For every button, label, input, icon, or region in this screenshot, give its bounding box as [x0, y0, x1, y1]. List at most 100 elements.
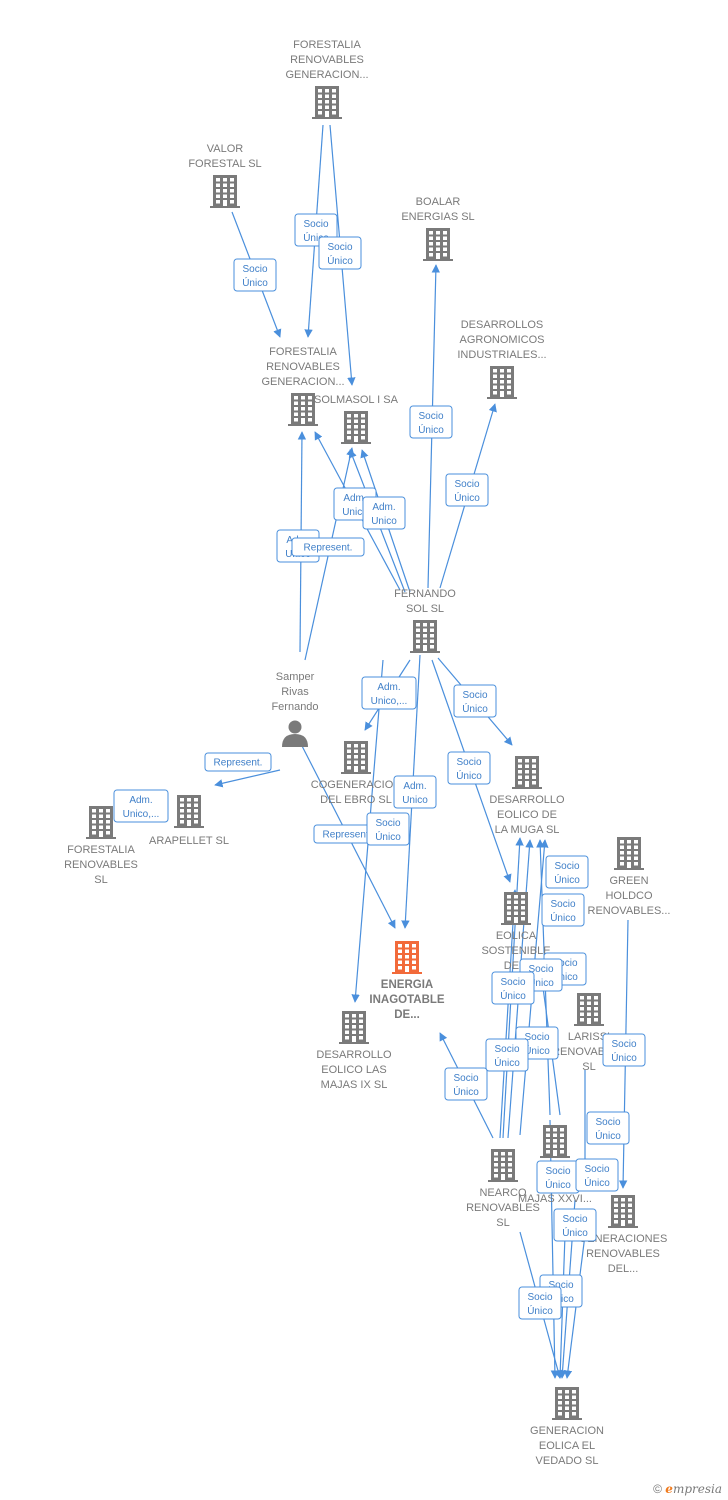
- node-label: FORESTALIA: [293, 39, 361, 51]
- building-icon: [410, 620, 440, 653]
- node-forestalia-sl[interactable]: FORESTALIA RENOVABLES SL: [64, 806, 138, 886]
- node-label: DESARROLLO: [316, 1049, 392, 1061]
- relation-text: Único: [524, 1044, 550, 1057]
- building-icon: [392, 941, 422, 974]
- node-label: MAJAS IX SL: [321, 1079, 388, 1091]
- relation-text: Único: [595, 1129, 621, 1142]
- node-label: GENERACION...: [285, 69, 368, 81]
- building-icon: [341, 741, 371, 774]
- relation-text: Socio: [456, 757, 481, 768]
- relation-label[interactable]: Adm.Unico: [362, 496, 406, 530]
- relation-text: Socio: [375, 818, 400, 829]
- brand-watermark[interactable]: © empresia: [653, 1482, 722, 1496]
- relation-label[interactable]: Represent.: [204, 752, 272, 772]
- building-icon: [86, 806, 116, 839]
- relation-label[interactable]: Adm.Unico: [393, 775, 437, 809]
- relation-text: Socio: [462, 690, 487, 701]
- relation-label[interactable]: Adm.Unico,...: [361, 676, 417, 710]
- relation-text: Unico: [371, 516, 397, 527]
- node-solmasol[interactable]: SOLMASOL I SA: [314, 394, 399, 444]
- node-label: DEL...: [608, 1263, 639, 1275]
- relation-text: Adm.: [403, 781, 426, 792]
- node-label: FERNANDO: [394, 588, 456, 600]
- relation-text: Socio: [303, 219, 328, 230]
- node-label: Rivas: [281, 686, 309, 698]
- node-label: RENOVABLES: [466, 1202, 540, 1214]
- node-arapellet[interactable]: ARAPELLET SL: [149, 795, 229, 847]
- node-forestalia-top[interactable]: FORESTALIARENOVABLESGENERACION...: [285, 39, 369, 119]
- relation-text: Socio: [611, 1039, 636, 1050]
- relation-label[interactable]: Adm.Unico,...: [113, 789, 169, 823]
- node-label: HOLDCO: [605, 890, 653, 902]
- node-label: VEDADO SL: [536, 1455, 599, 1467]
- node-label: ARAPELLET SL: [149, 835, 229, 847]
- relation-text: Unico: [342, 507, 368, 518]
- node-energia[interactable]: ENERGIAINAGOTABLEDE...: [369, 941, 445, 1021]
- relation-label[interactable]: Represent.: [291, 537, 365, 557]
- node-generaciones[interactable]: GENERACIONESRENOVABLESDEL...: [579, 1195, 668, 1275]
- node-label: LARISSI: [568, 1031, 610, 1043]
- building-icon: [210, 175, 240, 208]
- node-label: NEARCO: [479, 1187, 527, 1199]
- node-forestalia-mid[interactable]: FORESTALIARENOVABLESGENERACION...: [261, 346, 345, 426]
- relation-label[interactable]: Represent.: [313, 824, 381, 844]
- node-label: LA MUGA SL: [495, 824, 560, 836]
- node-desarrollos-agro[interactable]: DESARROLLOSAGRONOMICOSINDUSTRIALES...: [457, 319, 547, 399]
- relation-text: Único: [242, 276, 268, 289]
- relation-text: Socio: [527, 1292, 552, 1303]
- building-icon: [174, 795, 204, 828]
- node-label: AGRONOMICOS: [460, 334, 545, 346]
- edge-15: [214, 769, 281, 788]
- node-label: SOSTENIBLE: [481, 945, 550, 957]
- relation-text: Único: [454, 491, 480, 504]
- relation-text: Único: [527, 1304, 553, 1317]
- node-label: SL: [94, 874, 107, 886]
- relation-text: Único: [462, 702, 488, 715]
- copyright-symbol: ©: [653, 1482, 662, 1496]
- node-label: DESARROLLO: [489, 794, 565, 806]
- relation-text: Socio: [242, 264, 267, 275]
- relation-text: Socio: [584, 1164, 609, 1175]
- node-label: RENOVABLES: [64, 859, 138, 871]
- relation-text: Socio: [554, 861, 579, 872]
- relation-text: Único: [554, 873, 580, 886]
- node-label: SOL SL: [406, 603, 444, 615]
- node-label: BOALAR: [416, 196, 461, 208]
- node-label: EOLICA: [496, 930, 537, 942]
- node-green-holdco[interactable]: GREENHOLDCORENOVABLES...: [588, 837, 671, 917]
- node-label: DE...: [394, 1009, 420, 1021]
- node-fernando-sol[interactable]: FERNANDO SOL SL: [394, 588, 456, 653]
- relation-text: Único: [456, 769, 482, 782]
- node-label: GREEN: [609, 875, 648, 887]
- relation-text: Socio: [545, 1166, 570, 1177]
- building-icon: [487, 366, 517, 399]
- node-label: FORESTALIA: [67, 844, 135, 856]
